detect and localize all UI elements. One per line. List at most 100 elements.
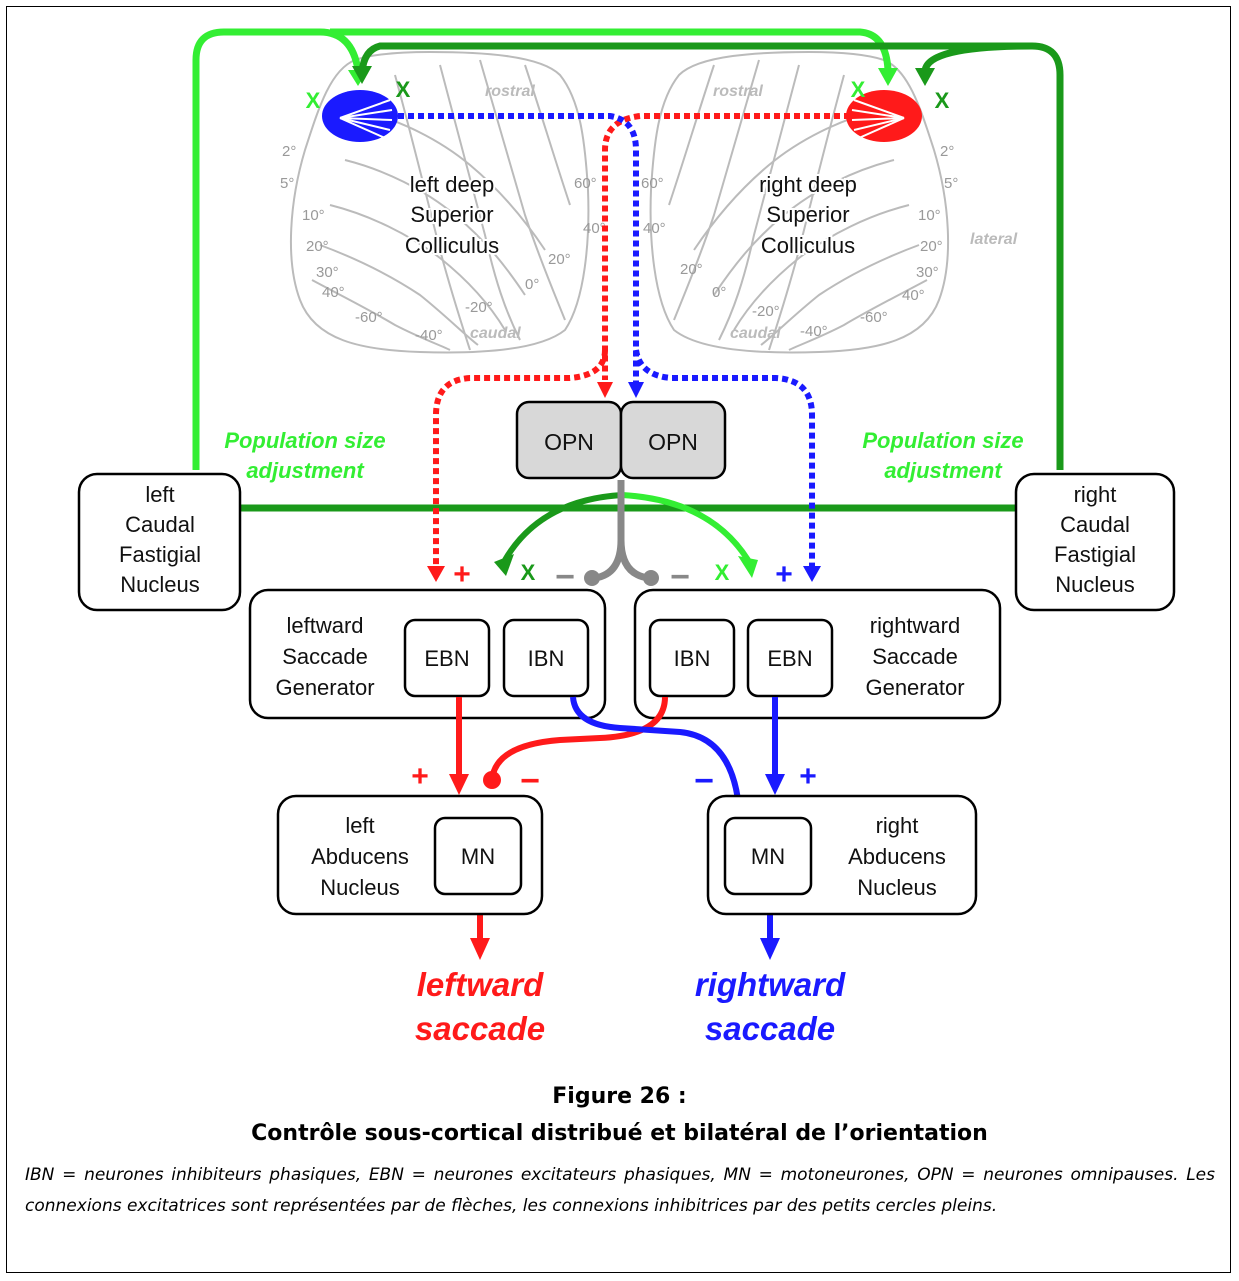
- opn-right-label: OPN: [648, 429, 698, 455]
- left-tick-40r: 40°: [583, 220, 606, 237]
- right-abducens-line2: Abducens: [848, 844, 946, 869]
- light-green-to-right-ibn: [621, 492, 751, 562]
- left-tick-2: 2°: [282, 143, 296, 160]
- left-tick-m40: -40°: [415, 327, 443, 344]
- right-fastigial-nucleus: right Caudal Fastigial Nucleus: [1014, 472, 1176, 612]
- right-fastigial-line4: Nucleus: [1055, 572, 1134, 597]
- left-tick-40: 40°: [322, 284, 345, 301]
- right-ibn-label: IBN: [674, 646, 711, 671]
- green-arrowheads: [348, 66, 935, 578]
- x-mark-right-dark: X: [935, 88, 950, 113]
- figure-frame: [6, 6, 1231, 1273]
- left-colliculus-line3: Colliculus: [405, 233, 499, 258]
- left-tick-20: 20°: [306, 238, 329, 255]
- minus-left-opn: −: [555, 558, 575, 596]
- plus-right-mn: +: [799, 760, 817, 793]
- dark-green-to-right-sc: [921, 42, 1033, 73]
- right-sc-activity: [846, 90, 922, 142]
- left-tick-30: 30°: [316, 264, 339, 281]
- rightward-saccade-line1: rightward: [695, 966, 846, 1003]
- right-colliculus-outline: [649, 50, 950, 354]
- right-colliculus-line2: Superior: [766, 202, 849, 227]
- red-dotted-main: [602, 113, 850, 380]
- right-ibn-to-left-mn: [489, 696, 668, 781]
- x-mark-right-light: X: [851, 77, 866, 102]
- right-tick-0: 0°: [712, 284, 726, 301]
- right-tick-2: 2°: [940, 143, 954, 160]
- right-saccade-generator: IBN EBN rightward Saccade Generator: [633, 588, 1002, 720]
- left-colliculus: [289, 50, 590, 354]
- orientation-control-diagram: 2° 5° 10° 20° 30° 40° -60° -40° -20° 60°…: [77, 28, 1176, 1047]
- left-ibn-to-right-mn: [570, 696, 743, 826]
- light-green-loop-left: [192, 28, 362, 470]
- red-dotted-to-left-ebn: [433, 349, 608, 575]
- right-generator-line2: Saccade: [872, 644, 958, 669]
- left-tick-10: 10°: [302, 207, 325, 224]
- right-ibn-box: [648, 618, 736, 698]
- x-mark-right-ibn: X: [715, 560, 730, 585]
- right-mn-label: MN: [751, 844, 785, 869]
- saccade-outputs: leftward saccade rightward saccade: [415, 966, 846, 1047]
- opn-block: OPN OPN: [515, 400, 727, 480]
- right-tick-m60: -60°: [860, 309, 888, 326]
- left-abducens-line2: Abducens: [311, 844, 409, 869]
- right-tick-m40: -40°: [800, 323, 828, 340]
- right-fastigial-line3: Fastigial: [1054, 542, 1136, 567]
- figure-caption-body: IBN = neurones inhibiteurs phasiques, EB…: [25, 1165, 1215, 1216]
- right-colliculus-line1: right deep: [759, 172, 857, 197]
- rightward-saccade-line2: saccade: [705, 1010, 835, 1047]
- plus-right-ebn-input: +: [775, 558, 793, 591]
- green-loops: [192, 28, 1064, 562]
- left-colliculus-line1: left deep: [410, 172, 494, 197]
- left-generator-line3: Generator: [275, 675, 374, 700]
- left-colliculus-line2: Superior: [410, 202, 493, 227]
- left-mn-label: MN: [461, 844, 495, 869]
- population-left-line2: adjustment: [246, 458, 365, 483]
- right-colliculus-label: right deep Superior Colliculus: [757, 170, 859, 260]
- minus-right-opn: −: [670, 558, 690, 596]
- left-tick-m20: -20°: [465, 299, 493, 316]
- right-tick-40: 40°: [902, 287, 925, 304]
- left-colliculus-label: left deep Superior Colliculus: [403, 170, 501, 260]
- left-abducens-nucleus: left Abducens Nucleus MN: [276, 794, 544, 916]
- x-mark-left-dark: X: [396, 77, 411, 102]
- population-right-line2: adjustment: [884, 458, 1003, 483]
- opn-inhibit-dot-left: [584, 570, 600, 586]
- x-mark-left-light: X: [306, 88, 321, 113]
- figure-number: Figure 26 :: [552, 1084, 687, 1109]
- left-colliculus-outline: [289, 50, 590, 354]
- right-tick-60: 60°: [641, 175, 664, 192]
- left-fastigial-line1: left: [145, 482, 174, 507]
- left-ebn-box: [403, 618, 491, 698]
- left-mn-box: [433, 816, 523, 896]
- left-ebn-label: EBN: [424, 646, 469, 671]
- left-ibn-box: [502, 618, 590, 698]
- population-right-line1: Population size: [862, 428, 1023, 453]
- right-lateral-label: lateral: [970, 231, 1018, 248]
- right-abducens-line3: Nucleus: [857, 875, 936, 900]
- opn-right-box: [619, 400, 727, 480]
- leftward-saccade-line1: leftward: [417, 966, 544, 1003]
- right-tick-20l: 20°: [680, 261, 703, 278]
- right-tick-40l: 40°: [643, 220, 666, 237]
- right-ebn-label: EBN: [767, 646, 812, 671]
- right-tick-20: 20°: [920, 238, 943, 255]
- right-tick-5: 5°: [944, 175, 958, 192]
- right-fastigial-line2: Caudal: [1060, 512, 1130, 537]
- left-tick-0: 0°: [525, 276, 539, 293]
- left-colliculus-ticks: 2° 5° 10° 20° 30° 40° -60° -40° -20° 60°…: [280, 83, 606, 344]
- right-colliculus-ticks: 2° 5° 10° 20° 30° 40° -60° -40° -20° 60°…: [641, 83, 1018, 342]
- figure-title: Contrôle sous-cortical distribué et bila…: [251, 1121, 988, 1146]
- opn-left-label: OPN: [544, 429, 594, 455]
- right-tick-30: 30°: [916, 264, 939, 281]
- plus-left-ebn-input: +: [453, 558, 471, 591]
- right-generator-line3: Generator: [865, 675, 964, 700]
- minus-right-mn: −: [694, 762, 714, 800]
- right-caudal-label: caudal: [730, 325, 781, 342]
- right-fastigial-line1: right: [1074, 482, 1117, 507]
- left-fastigial-line4: Nucleus: [120, 572, 199, 597]
- left-ibn-label: IBN: [528, 646, 565, 671]
- left-tick-20r: 20°: [548, 251, 571, 268]
- opn-inhibit-dot-right: [643, 570, 659, 586]
- left-abducens-line3: Nucleus: [320, 875, 399, 900]
